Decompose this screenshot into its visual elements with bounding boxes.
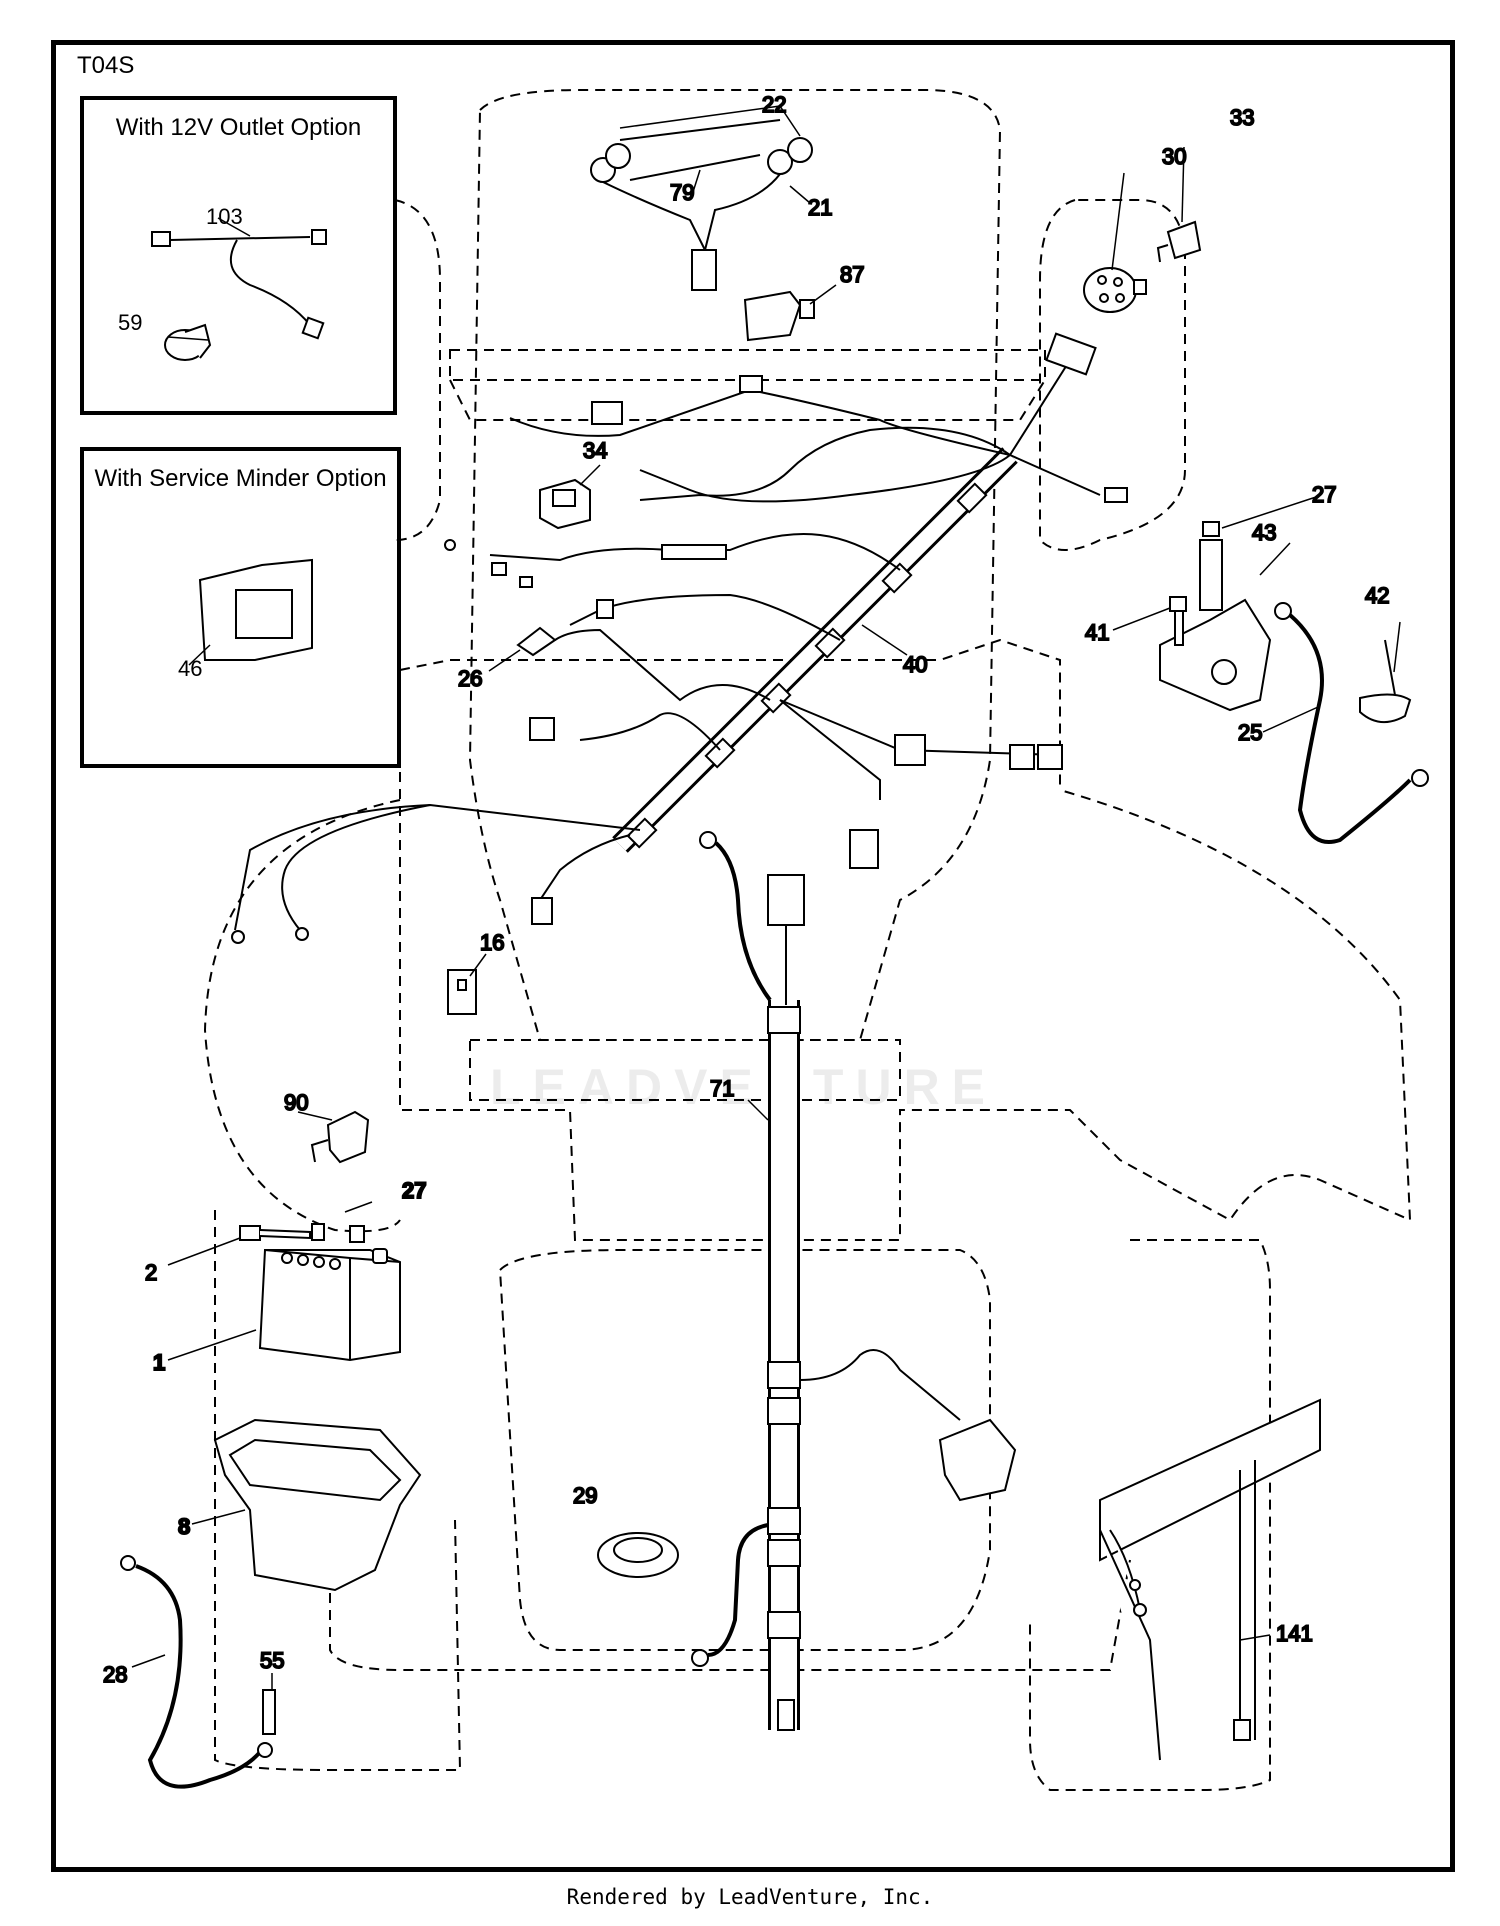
- callout-27-battery: 27: [402, 1178, 426, 1203]
- module-90: [310, 1110, 370, 1164]
- callout-29: 29: [573, 1483, 597, 1508]
- callout-33: 33: [1230, 105, 1254, 130]
- grommet-29: [597, 1532, 679, 1578]
- inset-service-minder: With Service Minder Option: [80, 447, 401, 768]
- connector-16: [447, 969, 477, 1015]
- callout-2: 2: [145, 1260, 157, 1285]
- callout-46: 46: [178, 656, 202, 681]
- footer-credit: Rendered by LeadVenture, Inc.: [566, 1885, 934, 1909]
- service-minder-46: [198, 558, 313, 661]
- callout-55: 55: [260, 1648, 284, 1673]
- inset-service-minder-title: With Service Minder Option: [94, 465, 387, 492]
- outlet-harness-103: [151, 229, 327, 340]
- callout-30: 30: [1162, 144, 1186, 169]
- callout-28: 28: [103, 1662, 127, 1687]
- ignition-key-33: [1156, 220, 1202, 263]
- callout-103: 103: [206, 204, 243, 229]
- callout-90: 90: [284, 1090, 308, 1115]
- battery-tray: [213, 1418, 422, 1592]
- callout-79: 79: [670, 180, 694, 205]
- ignition-switch-30: [1083, 267, 1147, 313]
- callout-27-solenoid: 27: [1312, 482, 1336, 507]
- harness-71: [767, 874, 805, 1731]
- callout-42: 42: [1365, 583, 1389, 608]
- cable-25: [1274, 602, 1429, 844]
- diagram-frame: [51, 40, 1455, 1872]
- terminal-boot-42: [1359, 639, 1412, 723]
- callout-40: 40: [903, 652, 927, 677]
- relay-87: [743, 290, 815, 342]
- callout-59: 59: [118, 310, 142, 335]
- ground-cable-28: [120, 1555, 276, 1789]
- inset-12v-outlet-title: With 12V Outlet Option: [115, 114, 362, 141]
- leader-lines: [131, 105, 1401, 1690]
- callout-8: 8: [178, 1514, 190, 1539]
- solenoid-43: [1159, 521, 1272, 712]
- fuse-26: [516, 626, 557, 657]
- callout-41: 41: [1085, 620, 1109, 645]
- harness-71-wires: [691, 831, 961, 1667]
- callout-1: 1: [153, 1350, 165, 1375]
- battery-bolt: [239, 1223, 365, 1243]
- callout-25: 25: [1238, 720, 1262, 745]
- harness-branches: [234, 359, 1101, 931]
- callout-16: 16: [480, 930, 504, 955]
- harness-connectors: [231, 332, 1128, 944]
- bolt-41: [1169, 596, 1187, 646]
- callout-34: 34: [583, 438, 607, 463]
- callout-71: 71: [710, 1076, 734, 1101]
- callout-43: 43: [1252, 520, 1276, 545]
- connector-71-end: [938, 1418, 1017, 1502]
- panel-141: [1099, 1398, 1321, 1761]
- inset-12v-outlet: With 12V Outlet Option: [80, 96, 397, 415]
- watermark: LEADVENTURE: [490, 1059, 998, 1115]
- callout-21: 21: [808, 195, 832, 220]
- callout-87: 87: [840, 262, 864, 287]
- battery: [258, 1248, 401, 1362]
- headlight-harness: [590, 119, 813, 291]
- diagram-code: T04S: [77, 52, 135, 79]
- main-harness-40: [612, 447, 1018, 853]
- callout-26: 26: [458, 666, 482, 691]
- switch-34: [539, 478, 591, 530]
- callout-22: 22: [762, 92, 786, 117]
- callout-141: 141: [1276, 1621, 1313, 1646]
